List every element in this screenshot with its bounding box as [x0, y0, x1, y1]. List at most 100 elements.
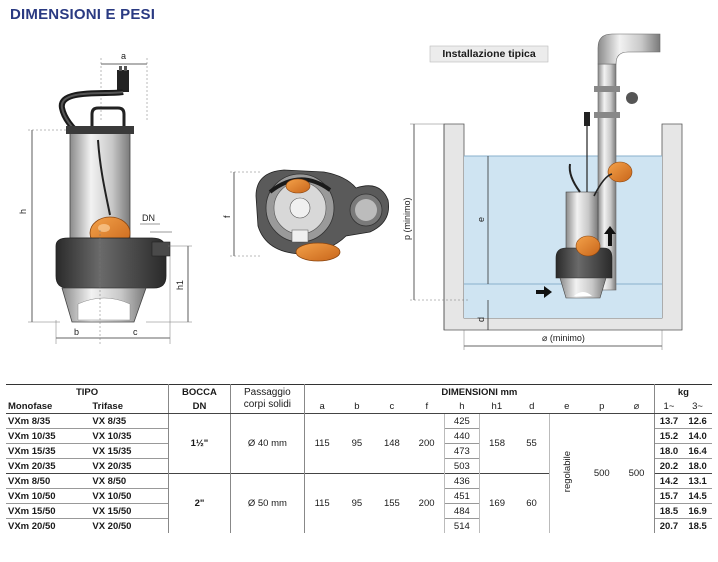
h-cell: 484 [443, 503, 480, 519]
pump-top-view: f [222, 169, 389, 262]
trifase-cell: VX 10/35 [90, 428, 170, 444]
table-row: VXm 20/50 VX 20/50 514 20.7 18.5 [6, 518, 712, 533]
kg1-cell: 15.2 [654, 428, 684, 444]
monofase-cell: VXm 20/50 [6, 518, 91, 533]
svg-text:h1: h1 [175, 280, 185, 290]
dimension-drawings: a h DN h1 [18, 33, 683, 350]
monofase-cell: VXm 8/35 [6, 413, 91, 429]
diameter-min-label: ⌀ (minimo) [540, 333, 587, 344]
header-kg3: 3~ [683, 399, 712, 414]
bocca-cell: 2" [168, 473, 231, 533]
h1-cell: 158 [478, 413, 515, 474]
bocca-cell: 1½" [168, 413, 231, 474]
kg1-cell: 20.2 [654, 458, 684, 474]
header-kg1: 1~ [654, 399, 684, 414]
c-cell: 148 [374, 413, 410, 474]
kg1-cell: 18.5 [654, 503, 684, 519]
svg-text:h: h [18, 209, 28, 214]
kg3-cell: 16.9 [683, 503, 712, 519]
kg3-cell: 18.0 [683, 458, 712, 474]
kg1-cell: 18.0 [654, 443, 684, 459]
kg3-cell: 14.5 [683, 488, 712, 504]
f-cell: 200 [409, 473, 445, 533]
header-e: e [549, 399, 585, 414]
d-cell: 60 [514, 473, 550, 533]
kg3-cell: 14.0 [683, 428, 712, 444]
kg3-cell: 18.5 [683, 518, 712, 533]
h-cell: 425 [443, 413, 480, 429]
header-passaggio: Passaggio corpi solidi [230, 384, 305, 414]
header-trifase: Trifase [90, 399, 170, 414]
f-cell: 200 [409, 413, 445, 474]
header-d: d [514, 399, 550, 414]
e-cell: regolabile [548, 413, 585, 533]
installation-title: Installazione tipica [442, 48, 536, 60]
c-cell: 155 [374, 473, 410, 533]
passaggio-cell: Ø 40 mm [230, 413, 305, 474]
trifase-cell: VX 20/50 [90, 518, 170, 533]
diam-cell: 500 [619, 413, 655, 533]
svg-text:a: a [121, 51, 126, 61]
table-row: VXm 20/35 VX 20/35 503 20.2 18.0 [6, 458, 712, 474]
e-value: regolabile [561, 451, 573, 493]
trifase-cell: VX 10/50 [90, 488, 170, 504]
header-b: b [339, 399, 375, 414]
table-row: VXm 15/35 VX 15/35 473 18.0 16.4 [6, 443, 712, 459]
a-cell: 115 [304, 413, 340, 474]
h1-cell: 169 [478, 473, 515, 533]
h-cell: 514 [443, 518, 480, 533]
h-cell: 440 [443, 428, 480, 444]
typical-installation: p (minimo) e d [402, 33, 683, 350]
svg-text:f: f [222, 215, 232, 218]
trifase-cell: VX 8/35 [90, 413, 170, 429]
table-row: VXm 8/50 VX 8/50 2" Ø 50 mm 115 95 155 2… [6, 473, 712, 533]
svg-text:e: e [476, 217, 486, 222]
p-cell: 500 [584, 413, 620, 533]
monofase-cell: VXm 10/50 [6, 488, 91, 504]
header-tipo: TIPO [6, 384, 170, 399]
trifase-cell: VX 8/50 [90, 473, 170, 489]
monofase-cell: VXm 10/35 [6, 428, 91, 444]
a-cell: 115 [304, 473, 340, 533]
table-row: VXm 10/35 VX 10/35 440 15.2 14.0 [6, 428, 712, 444]
kg1-cell: 15.7 [654, 488, 684, 504]
header-diam: ⌀ [619, 399, 655, 414]
header-h1: h1 [479, 399, 515, 414]
header-kg: kg [654, 384, 712, 399]
page-title: DIMENSIONI E PESI [10, 6, 156, 23]
header-a: a [304, 399, 340, 414]
header-dn: DN [168, 399, 231, 414]
svg-text:c: c [133, 327, 138, 337]
trifase-cell: VX 20/35 [90, 458, 170, 474]
kg1-cell: 14.2 [654, 473, 684, 489]
svg-text:d: d [476, 317, 486, 322]
dimensions-weights-table: TIPO BOCCA Passaggio corpi solidi DIMENS… [6, 384, 712, 533]
monofase-cell: VXm 20/35 [6, 458, 91, 474]
header-p: p [584, 399, 620, 414]
header-monofase: Monofase [6, 399, 91, 414]
pump-front-view: a h DN h1 [18, 51, 192, 344]
header-dimensioni: DIMENSIONI mm [304, 384, 655, 399]
header-h: h [444, 399, 480, 414]
h-cell: 451 [443, 488, 480, 504]
kg3-cell: 12.6 [683, 413, 712, 429]
table-row: VXm 8/35 VX 8/35 1½" Ø 40 mm 115 95 148 … [6, 413, 712, 533]
d-cell: 55 [514, 413, 550, 474]
kg3-cell: 16.4 [683, 443, 712, 459]
b-cell: 95 [339, 413, 375, 474]
svg-text:DN: DN [142, 213, 155, 223]
header-f: f [409, 399, 445, 414]
trifase-cell: VX 15/35 [90, 443, 170, 459]
svg-text:p (minimo): p (minimo) [402, 197, 412, 240]
table-row: VXm 10/50 VX 10/50 451 15.7 14.5 [6, 488, 712, 504]
kg1-cell: 13.7 [654, 413, 684, 429]
kg3-cell: 13.1 [683, 473, 712, 489]
monofase-cell: VXm 15/50 [6, 503, 91, 519]
monofase-cell: VXm 8/50 [6, 473, 91, 489]
header-c: c [374, 399, 410, 414]
h-cell: 503 [443, 458, 480, 474]
kg1-cell: 20.7 [654, 518, 684, 533]
trifase-cell: VX 15/50 [90, 503, 170, 519]
b-cell: 95 [339, 473, 375, 533]
h-cell: 436 [443, 473, 480, 489]
